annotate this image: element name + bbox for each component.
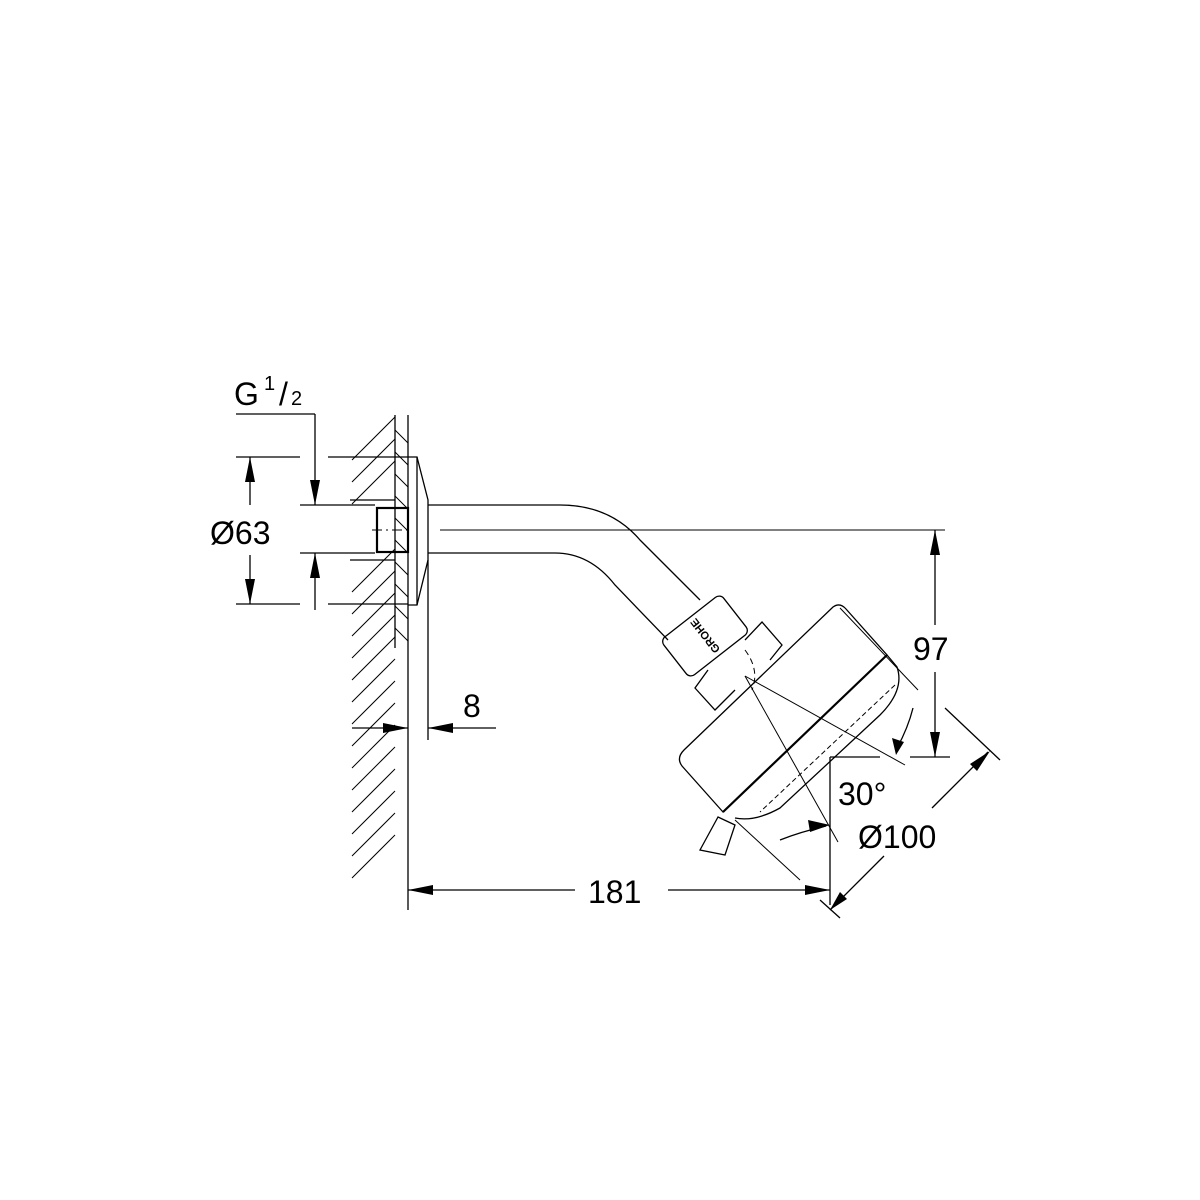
shower-arm	[428, 504, 945, 641]
hatch-line	[394, 627, 409, 642]
thread-numerator: 1	[264, 373, 275, 395]
hatch-line	[351, 812, 396, 857]
hatch-line	[394, 495, 409, 510]
angle-dimension: 30°	[779, 707, 914, 841]
hatch-line	[394, 429, 409, 444]
hatch-line	[351, 636, 396, 681]
grohe-logo: GROHE	[689, 616, 723, 655]
hatch-line	[351, 834, 396, 879]
height-label: 97	[913, 631, 949, 667]
hatch-line	[351, 570, 396, 615]
connection-nut: GROHE	[662, 595, 748, 677]
hatch-line	[351, 702, 396, 747]
flange-diameter-label: Ø63	[210, 515, 270, 551]
hatch-line	[351, 746, 396, 791]
hatch-line	[351, 768, 396, 813]
thread-denominator: 2	[291, 388, 302, 410]
height-dimension: 97	[830, 530, 950, 758]
hatch-line	[351, 790, 396, 835]
hatch-line	[394, 583, 409, 598]
hatch-line	[394, 451, 409, 466]
shower-head	[678, 604, 919, 856]
thread-dimension: G 1 / 2	[234, 373, 375, 610]
hatch-line	[394, 539, 409, 554]
wall-section	[350, 415, 409, 910]
projection-dimension: 181	[408, 757, 831, 910]
hatch-line	[351, 658, 396, 703]
hatch-line	[394, 561, 409, 576]
flange-diameter-dimension: Ø63	[210, 456, 408, 605]
ball-joint	[694, 621, 783, 711]
hatch-line	[394, 517, 409, 532]
hatch-line	[351, 460, 396, 505]
hatch-line	[351, 614, 396, 659]
hatch-line	[394, 605, 409, 620]
hatch-line	[394, 473, 409, 488]
hatch-line	[351, 680, 396, 725]
flange-depth-dimension: 8	[352, 560, 496, 740]
projection-label: 181	[588, 874, 641, 910]
hatch-line	[351, 724, 396, 769]
flange-depth-label: 8	[463, 688, 481, 724]
thread-label: G	[234, 376, 259, 412]
head-diameter-label: Ø100	[858, 819, 936, 855]
hatch-line	[351, 416, 396, 461]
wall-flange	[372, 456, 429, 606]
hatch-line	[351, 592, 396, 637]
angle-label: 30°	[838, 776, 886, 812]
hatch-line	[351, 548, 396, 593]
thread-slash: /	[279, 376, 288, 412]
head-diameter-dimension: Ø100	[734, 707, 1001, 919]
hatch-line	[351, 438, 396, 483]
